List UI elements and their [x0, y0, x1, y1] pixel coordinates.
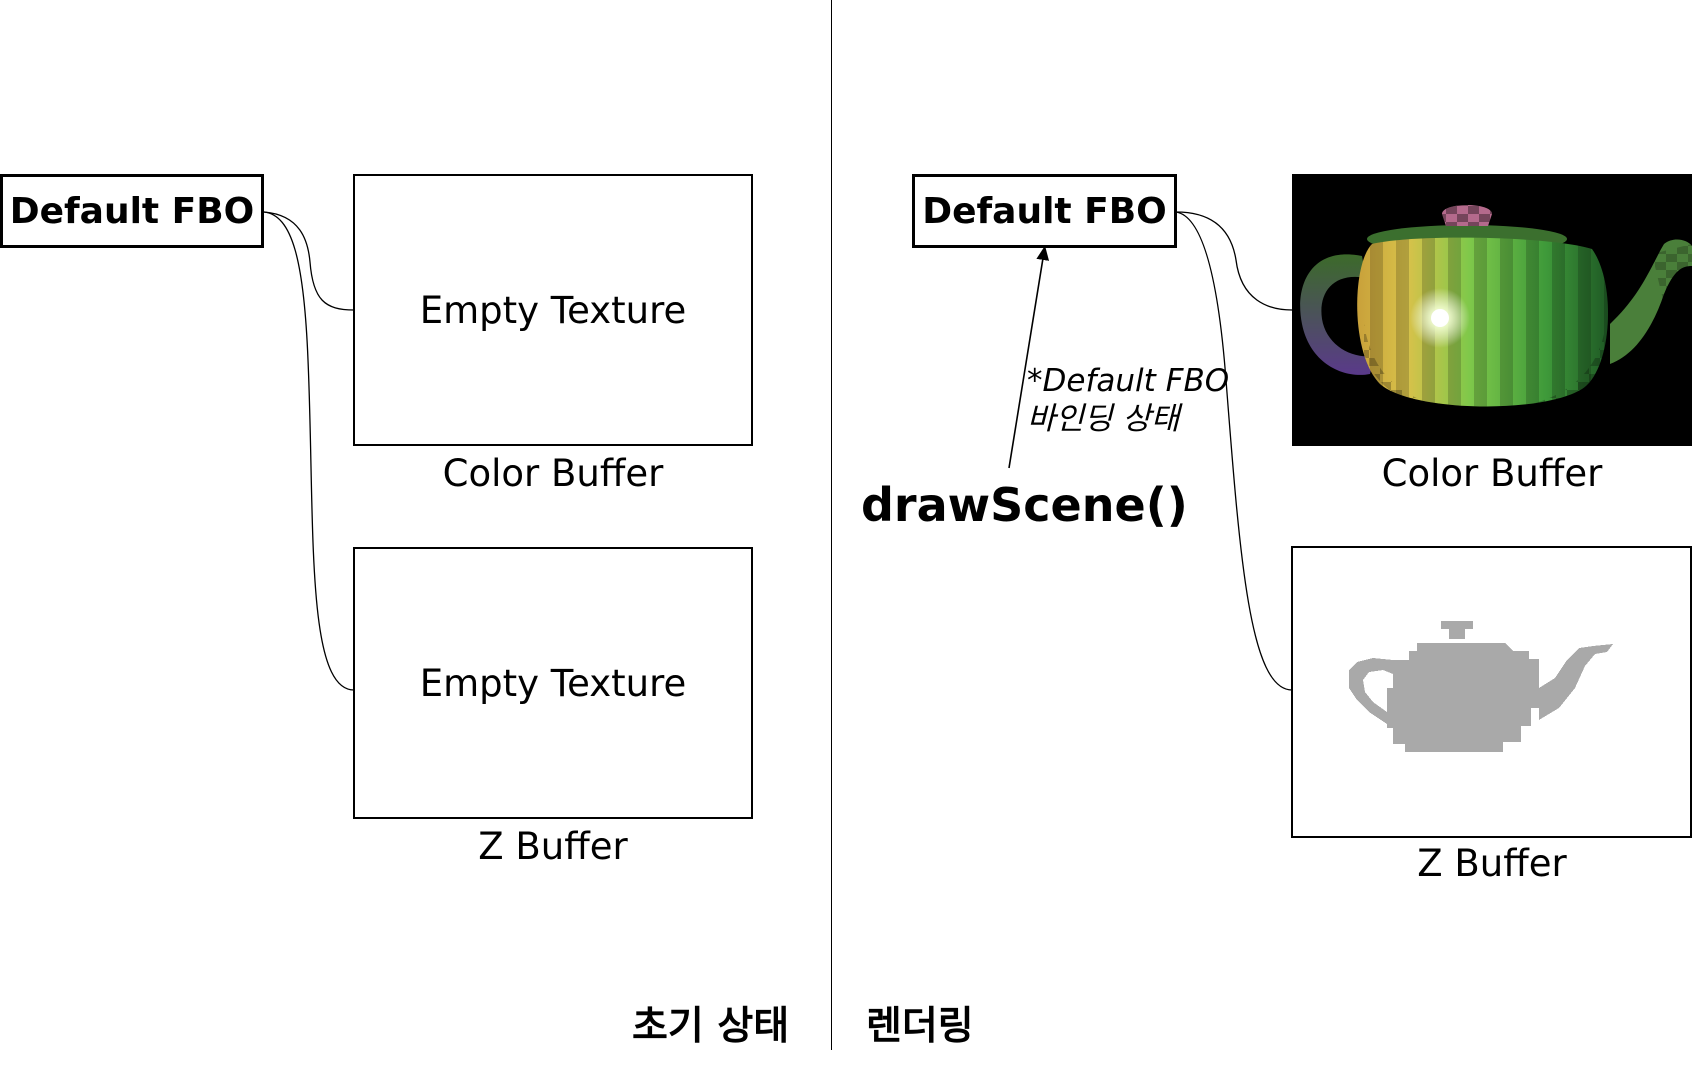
panel-divider	[831, 0, 832, 1050]
bind-state-note-line1: *Default FBO	[1027, 363, 1230, 399]
left-z-buffer-caption: Z Buffer	[478, 825, 628, 868]
right-z-buffer-caption: Z Buffer	[1417, 842, 1567, 885]
right-fbo-to-color-connector	[1175, 211, 1293, 311]
left-default-fbo-box: Default FBO	[0, 174, 264, 248]
teapot-depth-render	[1349, 621, 1613, 752]
initial-state-title: 초기 상태	[632, 1004, 790, 1049]
left-fbo-to-depth-connector	[263, 211, 355, 691]
right-default-fbo-label: Default FBO	[922, 190, 1167, 232]
left-fbo-to-color-connector	[263, 211, 355, 311]
right-default-fbo-box: Default FBO	[912, 174, 1177, 248]
bind-state-note: *Default FBO 바인딩 상태	[1027, 362, 1229, 438]
right-fbo-to-depth-connector	[1175, 211, 1293, 691]
left-color-texture-label: Empty Texture	[419, 288, 687, 332]
left-color-buffer-caption: Color Buffer	[442, 452, 664, 495]
teapot-color-render	[1300, 205, 1692, 416]
bind-state-note-line2: 바인딩 상태	[1027, 401, 1180, 437]
left-default-fbo-label: Default FBO	[9, 190, 255, 232]
left-depth-texture-box: Empty Texture	[353, 547, 753, 819]
rendered-z-buffer-image	[1291, 546, 1692, 838]
rendered-color-buffer-image	[1292, 174, 1692, 446]
rendering-title: 렌더링	[866, 1004, 974, 1049]
left-depth-texture-label: Empty Texture	[419, 661, 687, 705]
right-color-buffer-caption: Color Buffer	[1381, 452, 1603, 495]
left-color-texture-box: Empty Texture	[353, 174, 753, 446]
draw-scene-call: drawScene()	[861, 478, 1188, 532]
